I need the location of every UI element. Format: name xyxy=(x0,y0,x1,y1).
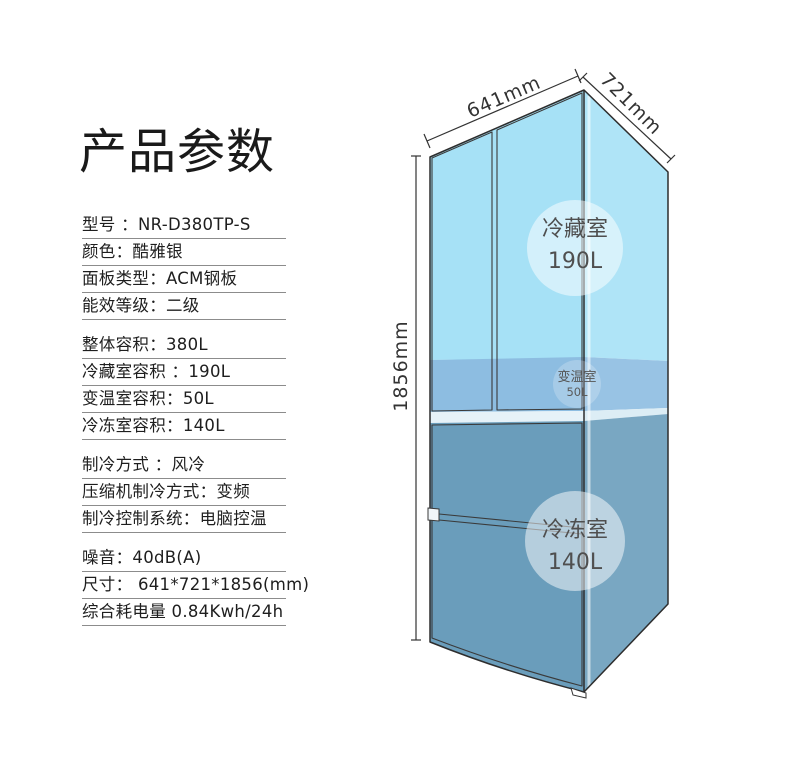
refrigerator-volume: 190L xyxy=(548,249,603,274)
door-gap-band-side xyxy=(584,408,668,421)
spec-row-control-system: 制冷控制系统：电脑控温 xyxy=(82,506,286,533)
spec-group-cooling: 制冷方式 ：风冷 压缩机制冷方式：变频 制冷控制系统：电脑控温 xyxy=(82,452,286,533)
spec-group-basic: 型号 ：NR-D380TP-S 颜色：酷雅银 面板类型：ACM钢板 能效等级：二… xyxy=(82,212,286,320)
freezer-side-panel xyxy=(584,414,668,692)
spec-value: 40dB(A) xyxy=(132,548,202,567)
freezer-volume: 140L xyxy=(548,550,603,575)
page-title: 产品参数 xyxy=(79,124,276,180)
refrigerator-front-panel xyxy=(430,90,584,360)
spec-value: 0.84Kwh/24h xyxy=(171,602,284,621)
spec-value: 380L xyxy=(166,335,208,354)
spec-value: 酷雅银 xyxy=(132,242,183,261)
spec-row-refrigerator-capacity: 冷藏室容积 ：190L xyxy=(82,359,286,386)
upper-drawer-outline xyxy=(431,422,583,529)
depth-dimension-tick-bottom xyxy=(666,154,676,164)
spec-row-noise: 噪音：40dB(A) xyxy=(82,545,286,572)
spec-label: 尺寸： xyxy=(82,575,138,594)
spec-label: 面板类型： xyxy=(82,269,166,288)
spec-row-color: 颜色：酷雅银 xyxy=(82,239,286,266)
spec-row-size: 尺寸： 641*721*1856(mm) xyxy=(82,572,309,599)
spec-label: 变温室容积： xyxy=(82,389,183,408)
variable-temp-name: 变温室 xyxy=(557,369,596,385)
spec-row-compressor: 压缩机制冷方式：变频 xyxy=(82,479,286,506)
spec-value: ACM钢板 xyxy=(166,269,238,288)
variable-temp-front-panel xyxy=(430,357,584,412)
spec-label: 颜色： xyxy=(82,242,133,261)
spec-row-freezer-capacity: 冷冻室容积：140L xyxy=(82,413,286,440)
spec-value: 190L xyxy=(188,362,231,381)
variable-temp-side-panel xyxy=(584,357,668,411)
refrigerator-side-panel xyxy=(584,90,668,361)
spec-row-energy-grade: 能效等级：二级 xyxy=(82,293,286,320)
door-gap-band xyxy=(430,411,584,423)
spec-label: 型号 ： xyxy=(82,215,138,234)
spec-row-panel-type: 面板类型：ACM钢板 xyxy=(82,266,286,293)
drawer-handle xyxy=(427,507,440,522)
freezer-name: 冷冻室 xyxy=(542,518,608,543)
variable-temp-volume: 50L xyxy=(566,385,588,399)
freezer-front-panel xyxy=(430,421,584,692)
depth-dimension-line xyxy=(582,76,672,160)
spec-group-capacity: 整体容积：380L 冷藏室容积 ：190L 变温室容积：50L 冷冻室容积：14… xyxy=(82,332,286,440)
right-door-outline xyxy=(496,92,583,411)
spec-label: 制冷控制系统： xyxy=(82,509,200,528)
width-dimension-tick-right xyxy=(574,68,582,84)
spec-label: 综合耗电量 xyxy=(82,602,172,621)
spec-label: 冷藏室容积 ： xyxy=(82,362,189,381)
spec-label: 压缩机制冷方式： xyxy=(82,482,217,501)
height-dimension: 1856mm xyxy=(390,155,421,641)
spec-row-model: 型号 ：NR-D380TP-S xyxy=(82,212,286,239)
spec-group-misc: 噪音：40dB(A) 尺寸： 641*721*1856(mm) 综合耗电量 0.… xyxy=(82,545,309,626)
spec-label: 噪音： xyxy=(82,548,133,567)
spec-value: 140L xyxy=(182,416,225,435)
spec-label: 能效等级： xyxy=(82,296,166,315)
variable-temp-label-badge xyxy=(553,360,601,408)
spec-label: 制冷方式 ： xyxy=(82,455,172,474)
spec-value: 641*721*1856(mm) xyxy=(137,575,310,594)
spec-list: 型号 ：NR-D380TP-S 颜色：酷雅银 面板类型：ACM钢板 能效等级：二… xyxy=(82,212,309,638)
fridge-foot xyxy=(570,687,587,699)
spec-row-variable-capacity: 变温室容积：50L xyxy=(82,386,286,413)
width-dimension-line xyxy=(426,75,579,142)
height-dimension-label: 1856mm xyxy=(390,320,412,411)
spec-label: 冷冻室容积： xyxy=(82,416,183,435)
refrigerator-name: 冷藏室 xyxy=(542,217,608,242)
spec-row-power-consumption: 综合耗电量 0.84Kwh/24h xyxy=(82,599,286,626)
lower-drawer-outline xyxy=(431,519,583,687)
spec-value: 电脑控温 xyxy=(199,509,267,528)
width-dimension-tick-left xyxy=(423,133,431,149)
spec-row-cooling-method: 制冷方式 ：风冷 xyxy=(82,452,286,479)
spec-row-total-capacity: 整体容积：380L xyxy=(82,332,286,359)
spec-value: 变频 xyxy=(216,482,251,501)
fridge-diagram: 1856mm 641mm 721mm 冷藏室 190L 变温室 50L 冷冻室 … xyxy=(390,68,676,699)
left-door-outline xyxy=(431,131,493,412)
spec-value: 风冷 xyxy=(171,455,206,474)
fridge-outline xyxy=(429,89,669,693)
spec-value: NR-D380TP-S xyxy=(137,215,251,234)
freezer-label-badge xyxy=(525,491,625,591)
spec-value: 50L xyxy=(182,389,214,408)
refrigerator-label-badge xyxy=(527,200,623,296)
spec-value: 二级 xyxy=(166,296,200,315)
depth-dimension-tick-top xyxy=(578,72,588,82)
spec-label: 整体容积： xyxy=(82,335,166,354)
